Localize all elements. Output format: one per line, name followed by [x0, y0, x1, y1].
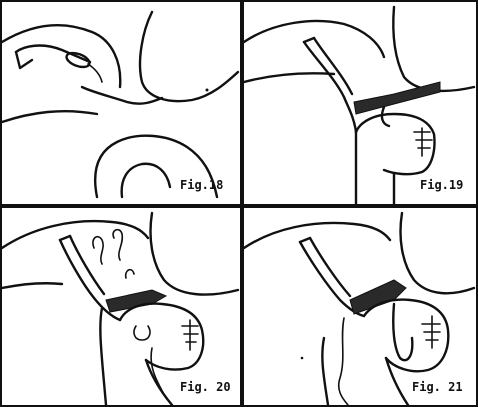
figure-border	[0, 0, 478, 407]
figure-grid: Fig.18 Fig.19	[0, 0, 478, 407]
